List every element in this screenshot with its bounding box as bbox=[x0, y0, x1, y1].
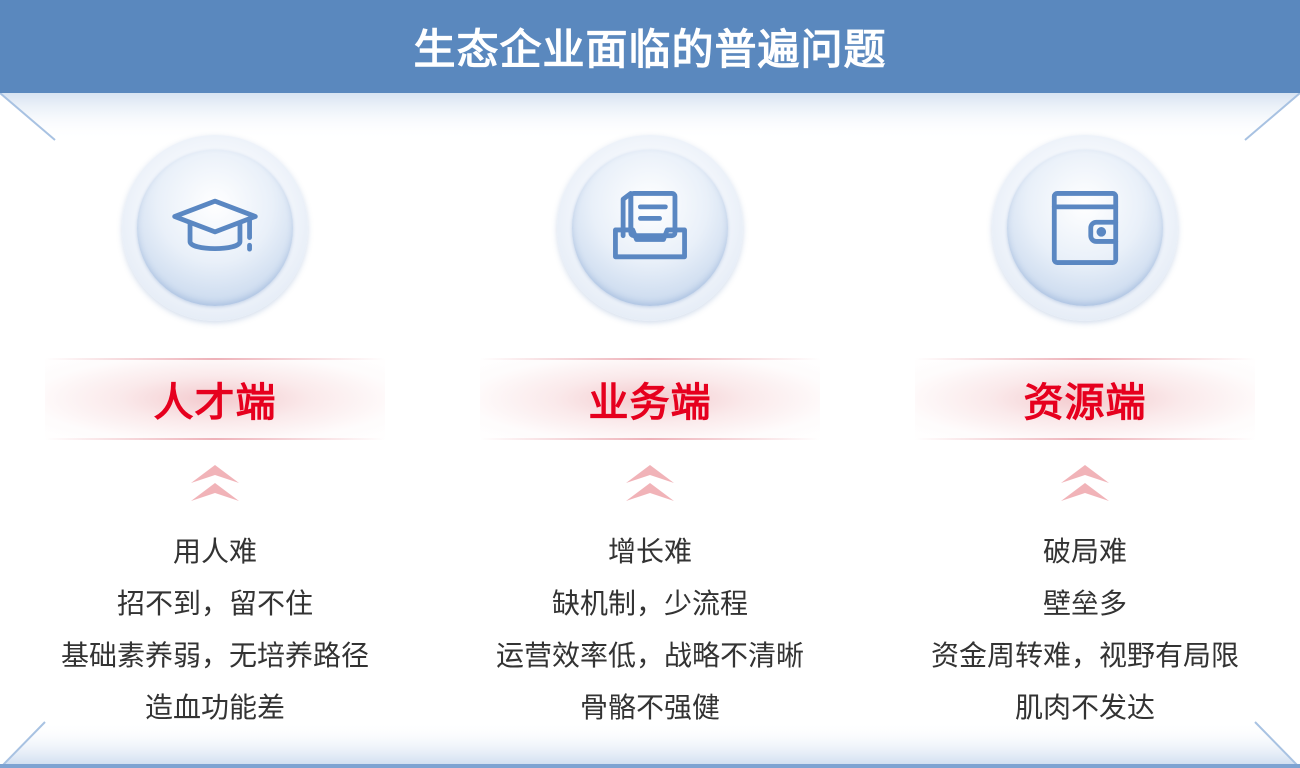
label-band: 人才端 bbox=[45, 358, 385, 440]
document-tray-icon bbox=[613, 191, 687, 260]
column-resource: 资源端 破局难 壁垒多 资金周转难，视野有局限 肌肉不发达 bbox=[905, 130, 1265, 750]
label-band: 业务端 bbox=[480, 358, 820, 440]
chevron-up-icon bbox=[1061, 465, 1109, 501]
list-item: 缺机制，少流程 bbox=[551, 587, 748, 620]
icon-circle bbox=[557, 135, 743, 321]
list-item: 肌肉不发达 bbox=[1014, 691, 1155, 724]
list-item: 资金周转难，视野有局限 bbox=[930, 639, 1239, 672]
column-label: 业务端 bbox=[588, 380, 712, 426]
list-item: 用人难 bbox=[172, 535, 257, 568]
graduation-cap-icon bbox=[172, 198, 258, 252]
icon-circle bbox=[122, 135, 308, 321]
list-item: 运营效率低，战略不清晰 bbox=[495, 639, 804, 672]
problem-list: 破局难 壁垒多 资金周转难，视野有局限 肌肉不发达 bbox=[905, 526, 1265, 734]
list-item: 招不到，留不住 bbox=[116, 587, 313, 620]
label-band: 资源端 bbox=[915, 358, 1255, 440]
icon-circle bbox=[992, 135, 1178, 321]
problem-list: 增长难 缺机制，少流程 运营效率低，战略不清晰 骨骼不强健 bbox=[470, 526, 830, 734]
list-item: 壁垒多 bbox=[1042, 587, 1127, 620]
column-label: 人才端 bbox=[153, 380, 277, 426]
list-item: 基础素养弱，无培养路径 bbox=[60, 639, 369, 672]
list-item: 破局难 bbox=[1042, 535, 1127, 568]
chevron-up-icon bbox=[191, 465, 239, 501]
column-label: 资源端 bbox=[1023, 380, 1147, 426]
title-bar: 生态企业面临的普遍问题 bbox=[0, 0, 1300, 93]
page-title: 生态企业面临的普遍问题 bbox=[413, 25, 887, 74]
list-item: 增长难 bbox=[607, 535, 692, 568]
problem-list: 用人难 招不到，留不住 基础素养弱，无培养路径 造血功能差 bbox=[35, 526, 395, 734]
column-business: 业务端 增长难 缺机制，少流程 运营效率低，战略不清晰 骨骼不强健 bbox=[470, 130, 830, 750]
column-talent: 人才端 用人难 招不到，留不住 基础素养弱，无培养路径 造血功能差 bbox=[35, 130, 395, 750]
list-item: 造血功能差 bbox=[144, 691, 285, 724]
wallet-icon bbox=[1051, 191, 1119, 265]
list-item: 骨骼不强健 bbox=[579, 691, 720, 724]
chevron-up-icon bbox=[626, 465, 674, 501]
